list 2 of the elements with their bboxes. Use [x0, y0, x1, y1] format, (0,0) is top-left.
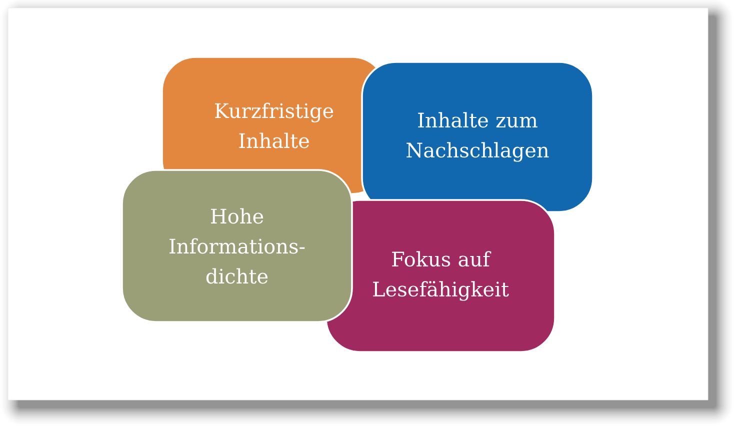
rounded-box: Inhalte zum Nachschlagen	[361, 61, 594, 213]
rounded-box: Hohe Informations- dichte	[121, 169, 353, 323]
